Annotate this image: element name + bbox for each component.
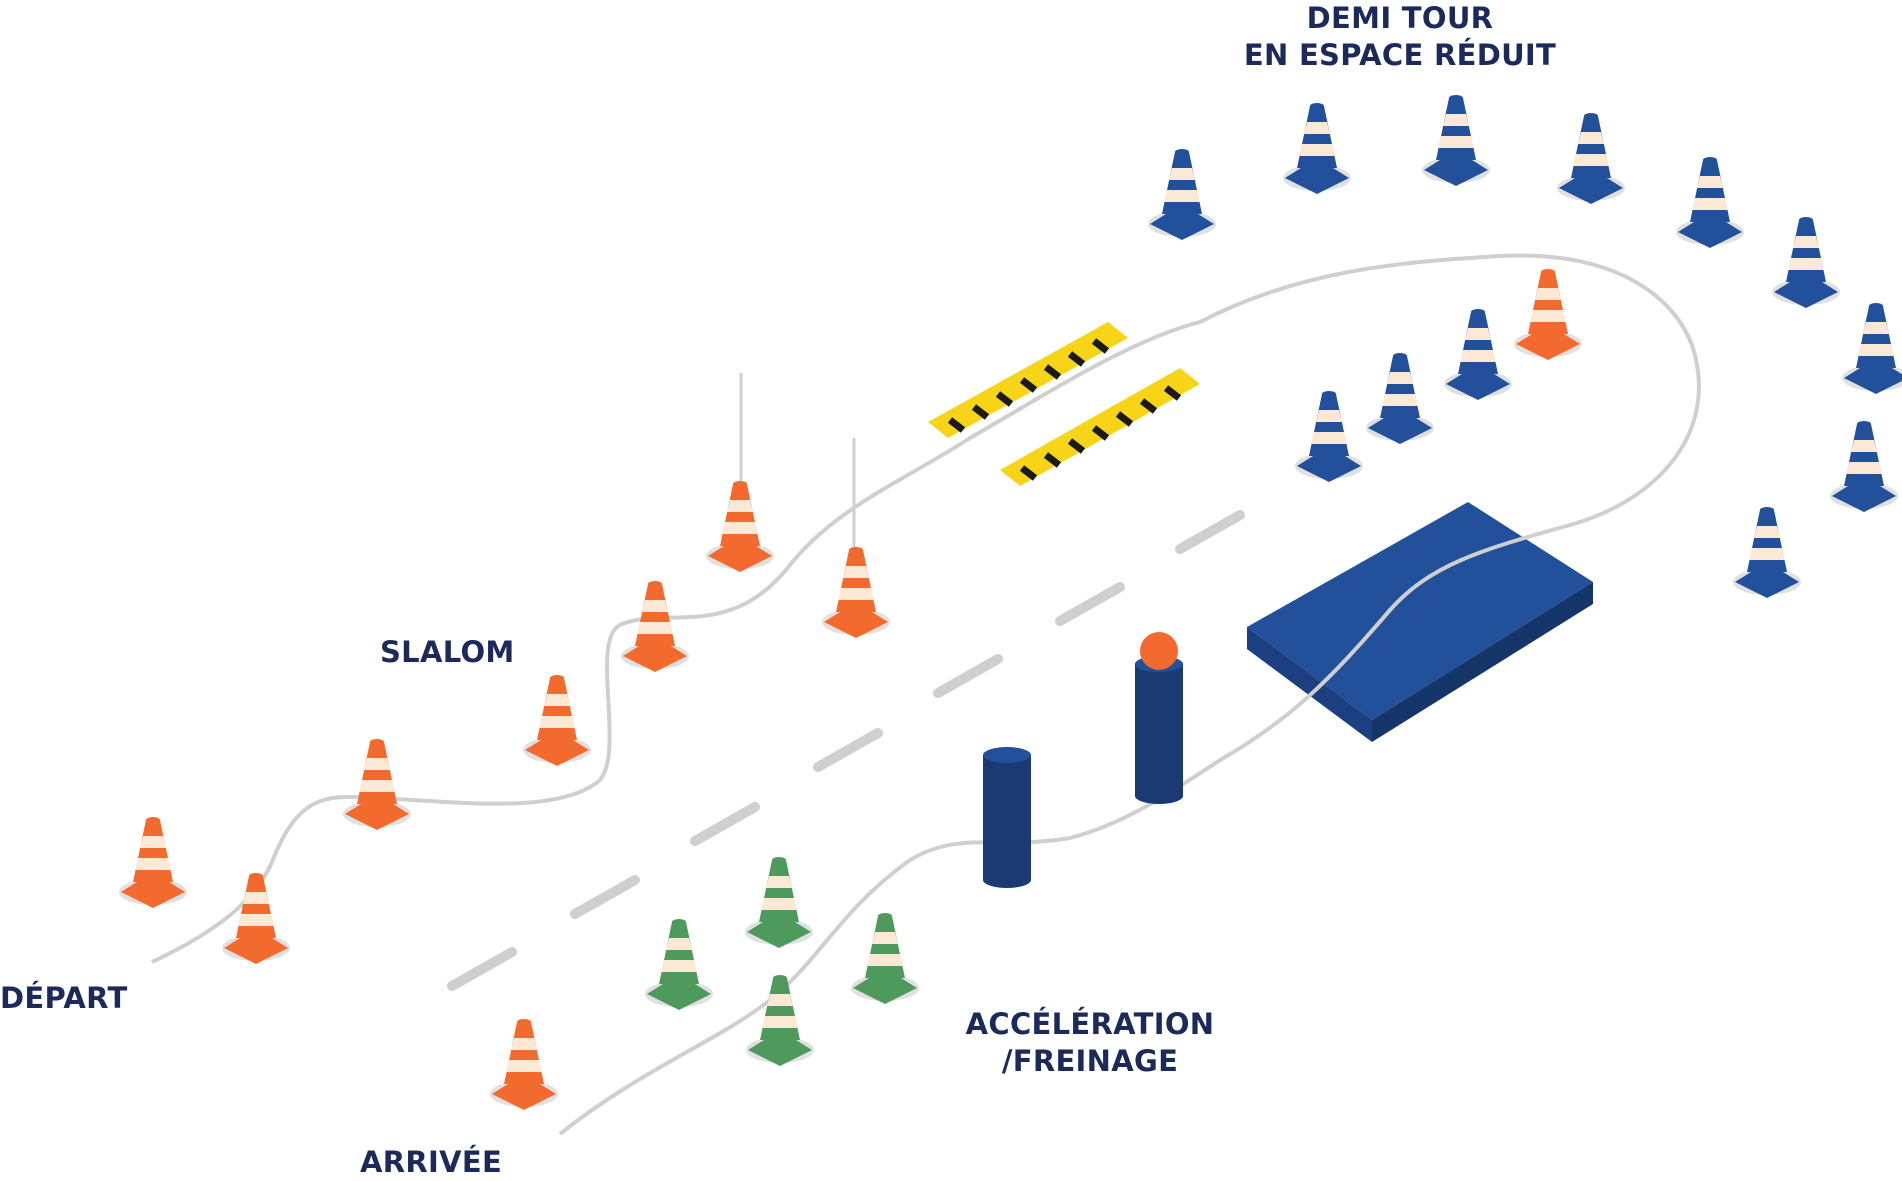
label-acceleration: ACCÉLÉRATION /FREINAGE [920, 1006, 1260, 1080]
label-depart-text: DÉPART [0, 981, 128, 1015]
label-demi-tour-line1: DEMI TOUR [1306, 1, 1494, 35]
label-demi-tour-line2: EN ESPACE RÉDUIT [1243, 38, 1557, 72]
orange-cone-icon [490, 1019, 558, 1110]
green-cone-icon [746, 975, 814, 1066]
orange-cone-icon [1514, 269, 1582, 360]
ball [1140, 632, 1178, 670]
blue-cone-icon [1422, 95, 1490, 186]
orange-cone-icon [706, 481, 774, 572]
label-slalom-text: SLALOM [380, 635, 515, 669]
green-cone-icon [745, 857, 813, 948]
label-slalom: SLALOM [380, 634, 515, 671]
blue-cone-icon [1733, 507, 1801, 598]
flag-poles [739, 373, 856, 562]
green-cone-icon [851, 913, 919, 1004]
pillar [1135, 656, 1183, 804]
label-acceleration-line2: /FREINAGE [1001, 1044, 1179, 1078]
blue-cone-icon [1366, 353, 1434, 444]
orange-cone-icon [343, 739, 411, 830]
label-arrivee-text: ARRIVÉE [360, 1145, 503, 1179]
label-acceleration-line1: ACCÉLÉRATION [965, 1007, 1215, 1041]
label-depart: DÉPART [0, 980, 128, 1017]
platform [1247, 502, 1593, 742]
blue-cone-icon [1557, 113, 1625, 204]
lane-markings [447, 510, 1245, 991]
blue-cone-icon [1148, 149, 1216, 240]
cones [119, 95, 1902, 1110]
label-demi-tour: DEMI TOUR EN ESPACE RÉDUIT [1220, 0, 1580, 74]
speed-bumps [928, 322, 1200, 486]
speed-bump [928, 322, 1128, 438]
blue-cone-icon [1676, 157, 1744, 248]
orange-cone-icon [621, 581, 689, 672]
green-cone-icon [645, 919, 713, 1010]
orange-cone-icon [222, 873, 290, 964]
label-arrivee: ARRIVÉE [360, 1144, 502, 1181]
blue-cone-icon [1283, 103, 1351, 194]
orange-cone-icon [523, 675, 591, 766]
pillar [983, 747, 1031, 888]
orange-cone-icon [119, 817, 187, 908]
blue-cone-icon [1772, 217, 1840, 308]
speed-bump [1000, 368, 1200, 486]
blue-cone-icon [1295, 391, 1363, 482]
blue-cone-icon [1830, 421, 1898, 512]
blue-cone-icon [1842, 303, 1902, 394]
blue-cone-icon [1444, 309, 1512, 400]
orange-cone-icon [822, 547, 890, 638]
